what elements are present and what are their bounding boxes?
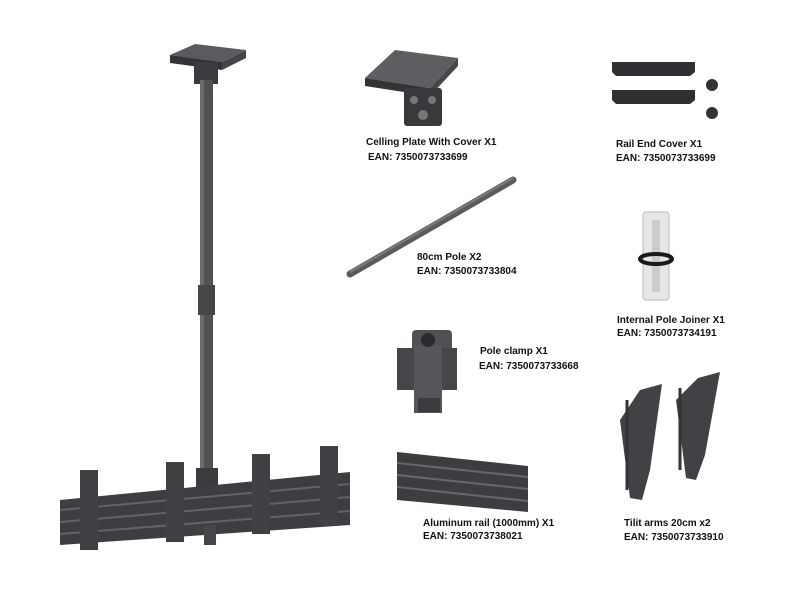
pole-joiner-label: Internal Pole Joiner X1 <box>617 315 725 326</box>
ceiling-plate-image <box>365 50 458 126</box>
pole-joiner-ean: EAN: 7350073734191 <box>617 328 717 339</box>
tilt-arms-ean: EAN: 7350073733910 <box>624 532 724 543</box>
pole-ean: EAN: 7350073733804 <box>417 266 517 277</box>
aluminum-rail-label: Aluminum rail (1000mm) X1 <box>423 518 555 529</box>
rail-end-cover-label: Rail End Cover X1 <box>616 139 703 150</box>
rail-end-cover-image <box>612 62 718 119</box>
rail-end-cover-ean: EAN: 7350073733699 <box>616 153 716 164</box>
pole-label: 80cm Pole X2 <box>417 252 482 263</box>
ceiling-plate-label: Celling Plate With Cover X1 <box>366 137 497 148</box>
aluminum-rail-ean: EAN: 7350073738021 <box>423 531 523 542</box>
tilt-arms-label: Tilit arms 20cm x2 <box>624 518 711 529</box>
pole-joiner-image <box>638 211 674 301</box>
ceiling-plate-ean: EAN: 7350073733699 <box>368 152 468 163</box>
pole-image <box>346 176 517 278</box>
pole-clamp-image <box>397 330 457 413</box>
assembled-mount-image <box>59 44 351 550</box>
tilt-arms-image <box>620 372 720 500</box>
aluminum-rail-image <box>396 452 529 512</box>
pole-clamp-ean: EAN: 7350073733668 <box>479 361 579 372</box>
pole-clamp-label: Pole clamp X1 <box>480 346 548 357</box>
